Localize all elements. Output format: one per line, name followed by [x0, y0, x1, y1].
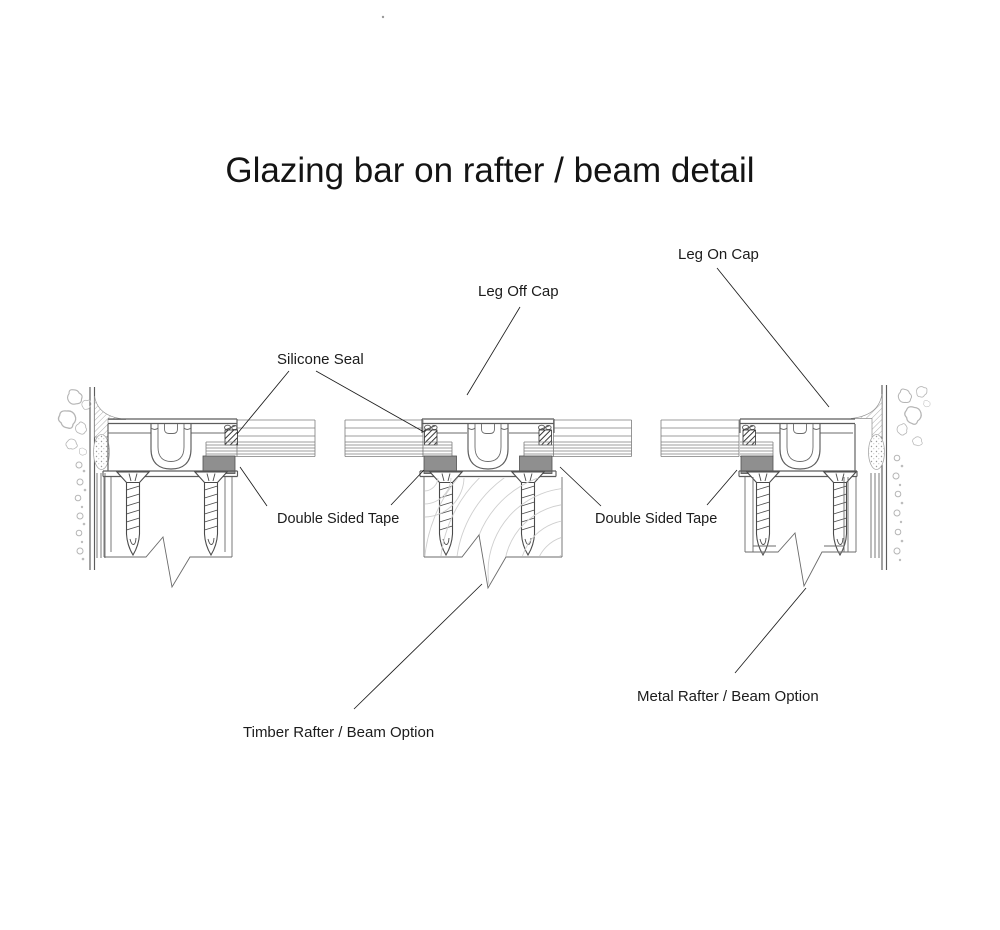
label-silicone-seal: Silicone Seal [277, 351, 364, 368]
label-timber-rafter-option: Timber Rafter / Beam Option [243, 724, 434, 741]
fixing-screw [746, 471, 780, 556]
glazing-bar-leg [779, 423, 821, 470]
wall-lining-right [870, 473, 880, 558]
break-line [745, 532, 856, 588]
fixing-screw [429, 471, 463, 556]
fixing-screw [194, 471, 228, 556]
glazing-cap [421, 418, 555, 433]
glazing-panels [236, 419, 740, 457]
rubble-stones-right [892, 385, 931, 562]
glazing-cap [739, 418, 856, 471]
glazing-bar-assembly-left [102, 418, 239, 556]
glazing-bar-leg [150, 423, 192, 470]
glazing-bar-assembly-center [419, 418, 557, 556]
silicone-seal-block [742, 429, 756, 446]
fixing-screw [511, 471, 545, 556]
leader-leg-off-cap [466, 306, 521, 396]
metal-rafter [744, 477, 857, 588]
fixing-screw [116, 471, 150, 556]
masonry-wall-left [55, 387, 127, 570]
break-line [104, 535, 232, 589]
base-bar [102, 470, 239, 478]
label-metal-rafter-option: Metal Rafter / Beam Option [637, 688, 819, 705]
wall-lining-left [96, 473, 106, 558]
leader-metal-option [734, 587, 807, 674]
cap-fastener-icon [742, 424, 756, 431]
foam-seal-right [868, 434, 885, 470]
glazing-cap [107, 418, 238, 471]
leader-leg-on-cap [716, 267, 830, 408]
leader-silicone-seal [236, 370, 425, 435]
masonry-wall-right [850, 385, 931, 570]
glazing-bar-assembly-right [738, 418, 858, 556]
label-double-sided-tape-right: Double Sided Tape [595, 511, 717, 527]
page-title: Glazing bar on rafter / beam detail [225, 151, 754, 190]
glazing-panel-segment [660, 419, 740, 457]
panel-edge [740, 441, 774, 457]
glazing-panel-segment [344, 419, 424, 457]
panel-edge [523, 441, 554, 457]
leader-timber-option [353, 583, 483, 710]
cap-fastener-icon [538, 424, 552, 431]
glazing-panel-segment [236, 419, 316, 457]
cap-fastener-icon [424, 424, 438, 431]
leader-tape-right [559, 466, 738, 507]
label-leg-off-cap: Leg Off Cap [478, 283, 559, 300]
silicone-seal-block [538, 429, 552, 446]
rafter-left [103, 477, 233, 589]
panel-edge [422, 441, 453, 457]
stray-dot [381, 15, 385, 19]
mortar-fillet-left [94, 395, 127, 438]
break-line [424, 533, 562, 590]
silicone-seal-block [224, 429, 238, 446]
cap-fastener-icon [224, 424, 238, 431]
label-leg-on-cap: Leg On Cap [678, 246, 759, 263]
foam-seal-left [93, 434, 110, 470]
rubble-stones-left [55, 388, 93, 561]
leader-tape-left [239, 466, 425, 507]
base-bar [419, 470, 557, 478]
panel-edge [205, 441, 237, 457]
base-bar [738, 470, 858, 478]
mortar-fillet-right [850, 393, 883, 438]
leader-lines [236, 267, 830, 710]
glazing-panel-segment [553, 419, 632, 457]
silicone-seal-block [424, 429, 438, 446]
glazing-bar-leg [467, 423, 509, 470]
fixing-screw [823, 471, 857, 556]
label-double-sided-tape-left: Double Sided Tape [277, 511, 399, 527]
